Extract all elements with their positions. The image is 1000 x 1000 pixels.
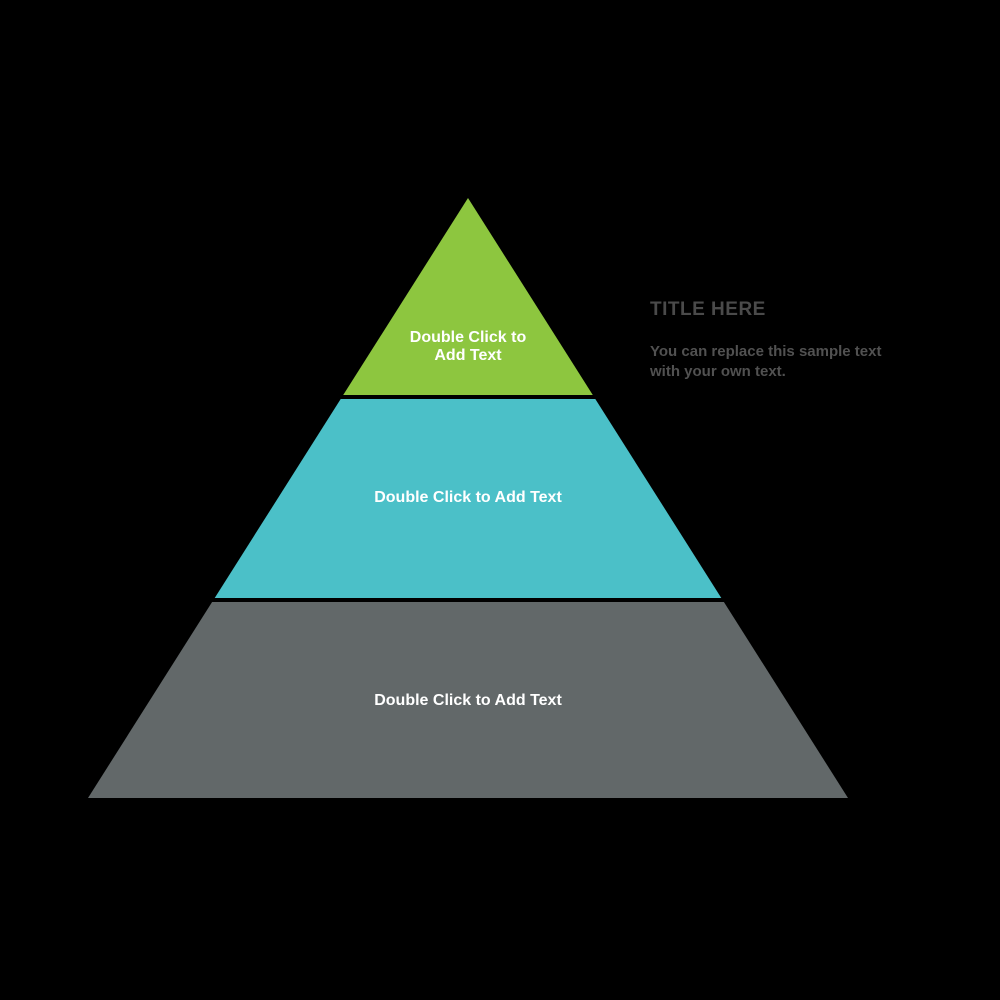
pyramid-tier-middle-shape[interactable] xyxy=(214,399,722,598)
annotation-title[interactable]: TITLE HERE xyxy=(650,299,766,320)
annotation-block: TITLE HERE You can replace this sample t… xyxy=(650,299,950,382)
pyramid-tier-bottom-label[interactable]: Double Click to Add Text xyxy=(374,692,562,709)
pyramid-tier-middle-label[interactable]: Double Click to Add Text xyxy=(374,489,562,506)
pyramid-tier-top-shape[interactable] xyxy=(343,198,593,395)
pyramid-tier-top-label[interactable]: Double Click to Add Text xyxy=(409,329,527,364)
annotation-body-text[interactable]: You can replace this sample text with yo… xyxy=(650,343,882,380)
pyramid-tier-bottom-shape[interactable] xyxy=(88,602,848,798)
